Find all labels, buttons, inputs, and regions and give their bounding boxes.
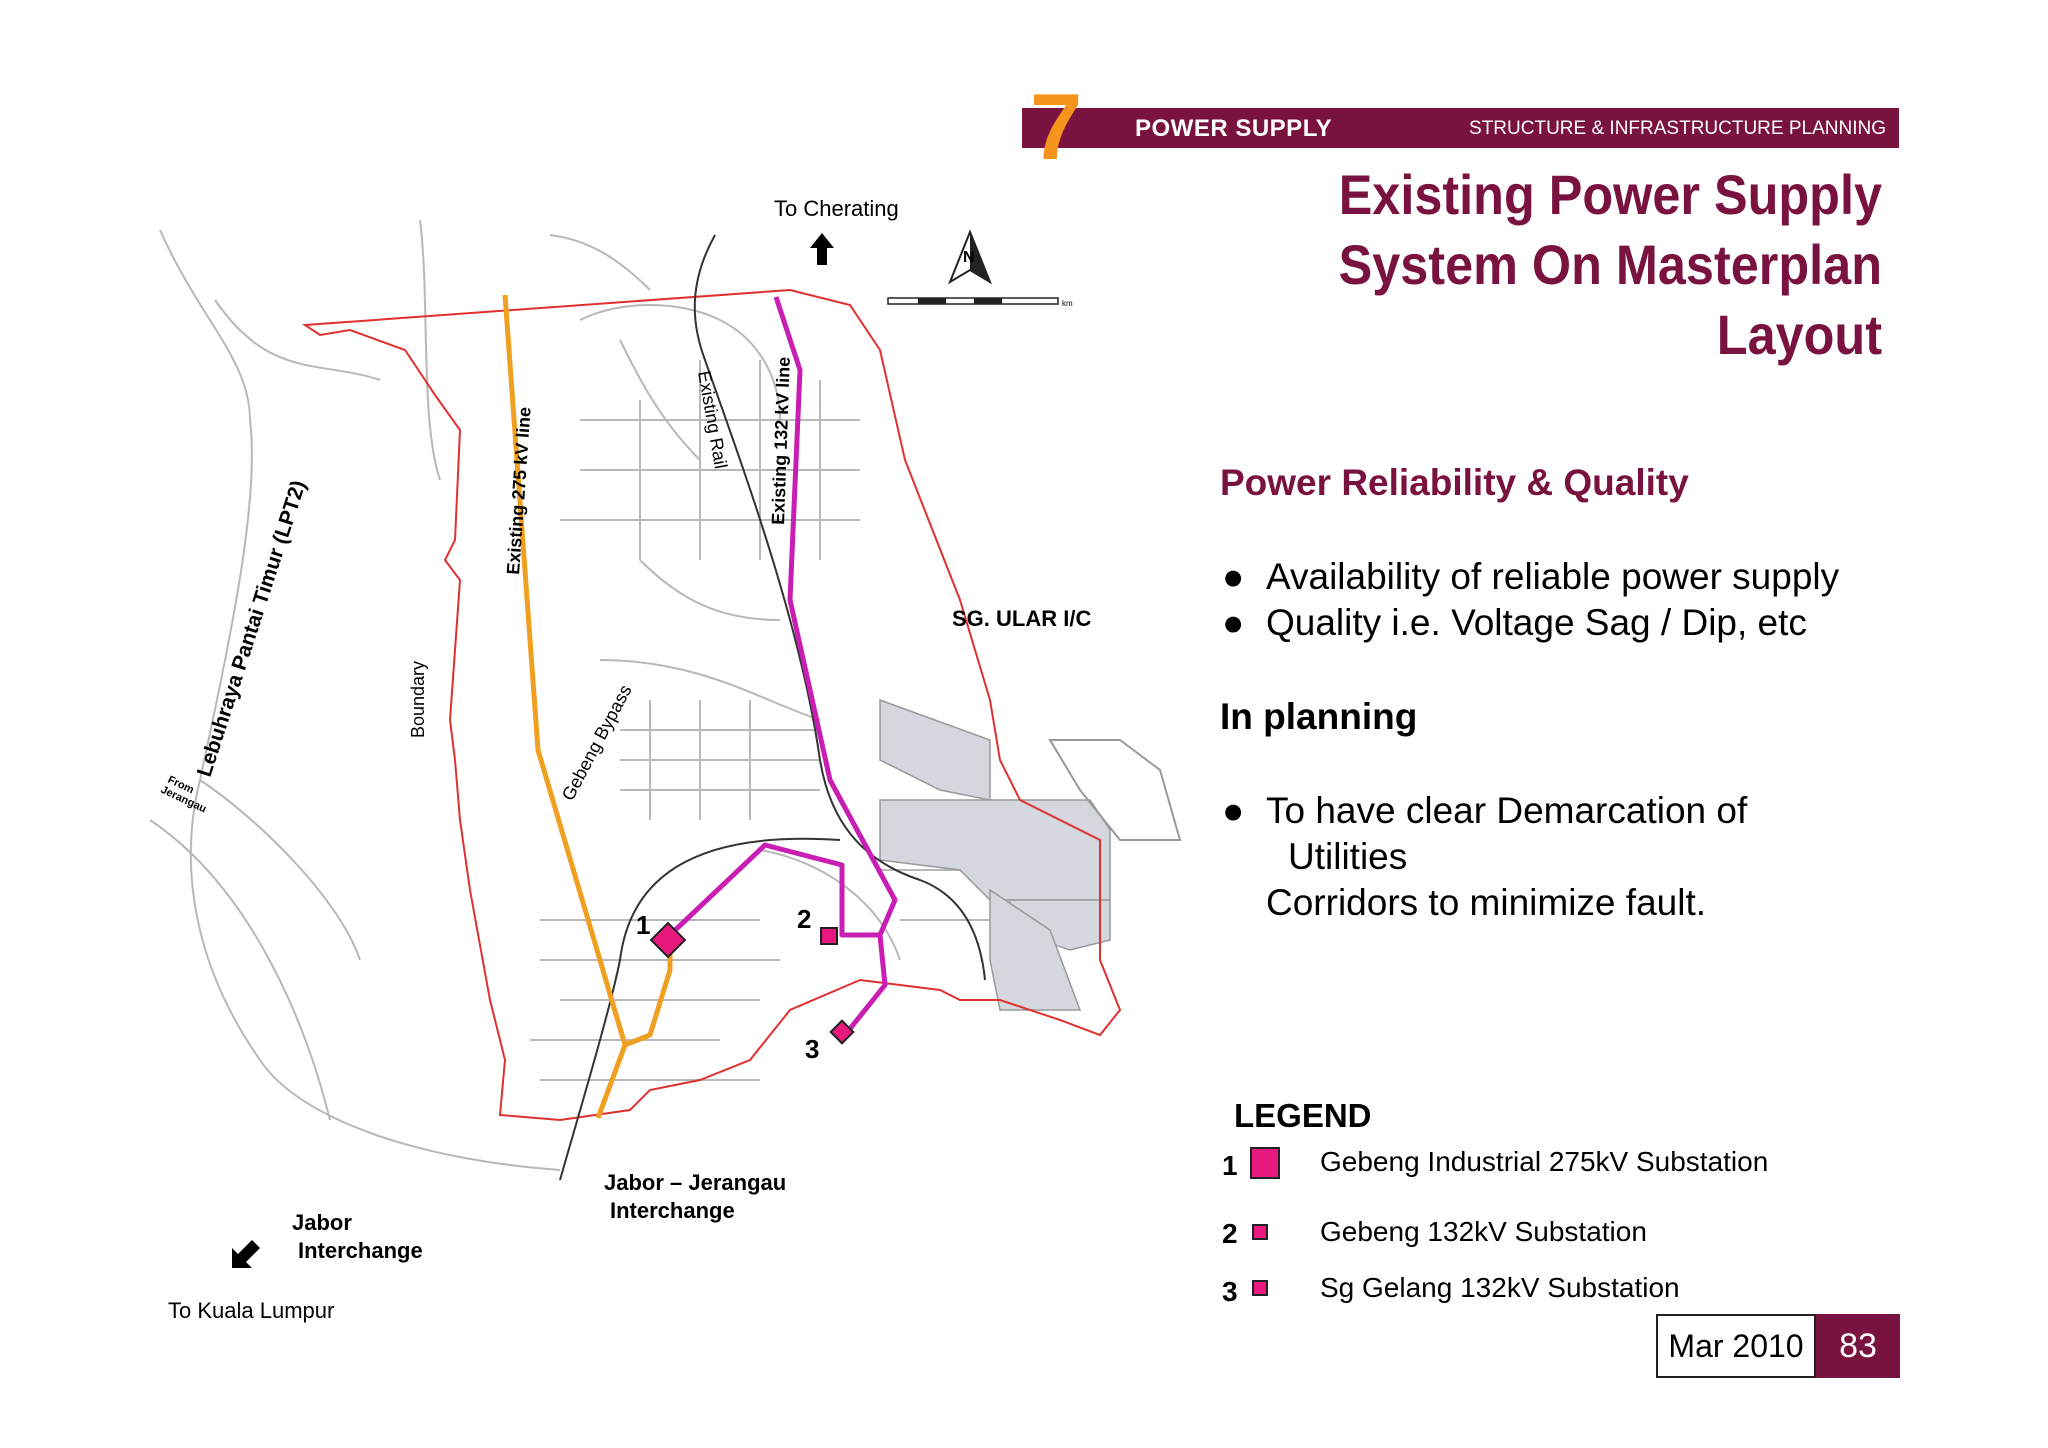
planning-heading: In planning	[1220, 696, 1418, 737]
legend-number-1: 1	[1222, 1150, 1238, 1181]
page-number: 83	[1816, 1314, 1900, 1378]
arrow-up-icon	[810, 233, 834, 265]
label-gebeng-bypass: Gebeng Bypass	[558, 681, 636, 803]
bullet-availability: ● Availability of reliable power supply	[1222, 554, 1839, 600]
label-existing-132kv: Existing 132 kV line	[768, 356, 794, 525]
arrow-down-left-icon	[232, 1240, 260, 1268]
masterplan-map: N km To Cherating To Kuala Lumpur Jabor …	[149, 196, 1182, 1323]
label-jabor-jerangau: Jabor – Jerangau	[604, 1170, 786, 1195]
title-line-2: System On Masterplan	[1338, 233, 1882, 296]
road-network	[149, 219, 1020, 1171]
legend-title: LEGEND	[1234, 1097, 1372, 1134]
legend-swatch-3	[1252, 1280, 1268, 1296]
port-area	[879, 698, 1182, 1011]
title-line-3: Layout	[1716, 303, 1882, 366]
bullet-text: Quality i.e. Voltage Sag / Dip, etc	[1266, 602, 1807, 643]
scale-bar: km	[887, 297, 1073, 308]
label-to-cherating: To Cherating	[774, 196, 899, 221]
bullet-dot-icon: ●	[1222, 602, 1245, 643]
legend-number-3: 3	[1222, 1276, 1238, 1307]
north-arrow-icon: N	[947, 229, 993, 285]
label-substation-3: 3	[805, 1034, 819, 1064]
bullet-dot-icon: ●	[1222, 556, 1245, 597]
north-label: N	[963, 249, 975, 266]
substation-2-marker[interactable]	[820, 927, 838, 945]
label-sg-ular: SG. ULAR I/C	[952, 606, 1091, 631]
label-jabor-jerangau-interchange: Interchange	[610, 1198, 735, 1223]
scale-unit: km	[1062, 299, 1073, 308]
label-boundary: Boundary	[408, 661, 428, 738]
header-band	[1022, 108, 1899, 148]
legend-swatch-2	[1252, 1224, 1268, 1240]
label-substation-1: 1	[636, 910, 650, 940]
legend-swatch-1	[1250, 1147, 1280, 1179]
label-jabor: Jabor	[292, 1210, 352, 1235]
label-substation-2: 2	[797, 904, 811, 934]
section-number: 7	[1030, 74, 1083, 179]
bullet-demarcation-line2: Utilities	[1288, 836, 1408, 877]
title-line-1: Existing Power Supply	[1338, 163, 1882, 226]
label-jabor-interchange: Interchange	[298, 1238, 423, 1263]
masterplan-boundary	[302, 288, 1122, 1122]
reliability-heading: Power Reliability & Quality	[1220, 462, 1689, 503]
label-existing-275kv: Existing 275 kV line	[503, 406, 535, 575]
page-title: Existing Power Supply System On Masterpl…	[1250, 160, 1882, 370]
legend-number-2: 2	[1222, 1218, 1238, 1249]
bullet-text: To have clear Demarcation of	[1266, 790, 1748, 831]
existing-rail-line	[693, 234, 986, 981]
line-132kv	[668, 296, 898, 1037]
substation-1-marker[interactable]	[649, 921, 687, 959]
section-title: POWER SUPPLY	[1135, 115, 1333, 142]
label-lpt2: Lebuhraya Pantai Timur (LPT2)	[193, 478, 311, 780]
section-subtitle: STRUCTURE & INFRASTRUCTURE PLANNING	[1469, 118, 1886, 139]
bullet-demarcation: ● To have clear Demarcation of	[1222, 788, 1747, 834]
bullet-dot-icon: ●	[1222, 790, 1245, 831]
bullet-demarcation-line3: Corridors to minimize fault.	[1266, 882, 1707, 923]
bullet-quality: ● Quality i.e. Voltage Sag / Dip, etc	[1222, 600, 1807, 646]
bullet-text: Availability of reliable power supply	[1266, 556, 1840, 597]
legend-label-3: Sg Gelang 132kV Substation	[1320, 1272, 1680, 1303]
legend-label-2: Gebeng 132kV Substation	[1320, 1216, 1647, 1247]
substation-3-marker[interactable]	[829, 1019, 855, 1045]
footer-date: Mar 2010	[1656, 1314, 1816, 1378]
rail-spur	[559, 837, 841, 1181]
legend-label-1: Gebeng Industrial 275kV Substation	[1320, 1146, 1769, 1177]
label-to-kuala-lumpur: To Kuala Lumpur	[168, 1298, 334, 1323]
